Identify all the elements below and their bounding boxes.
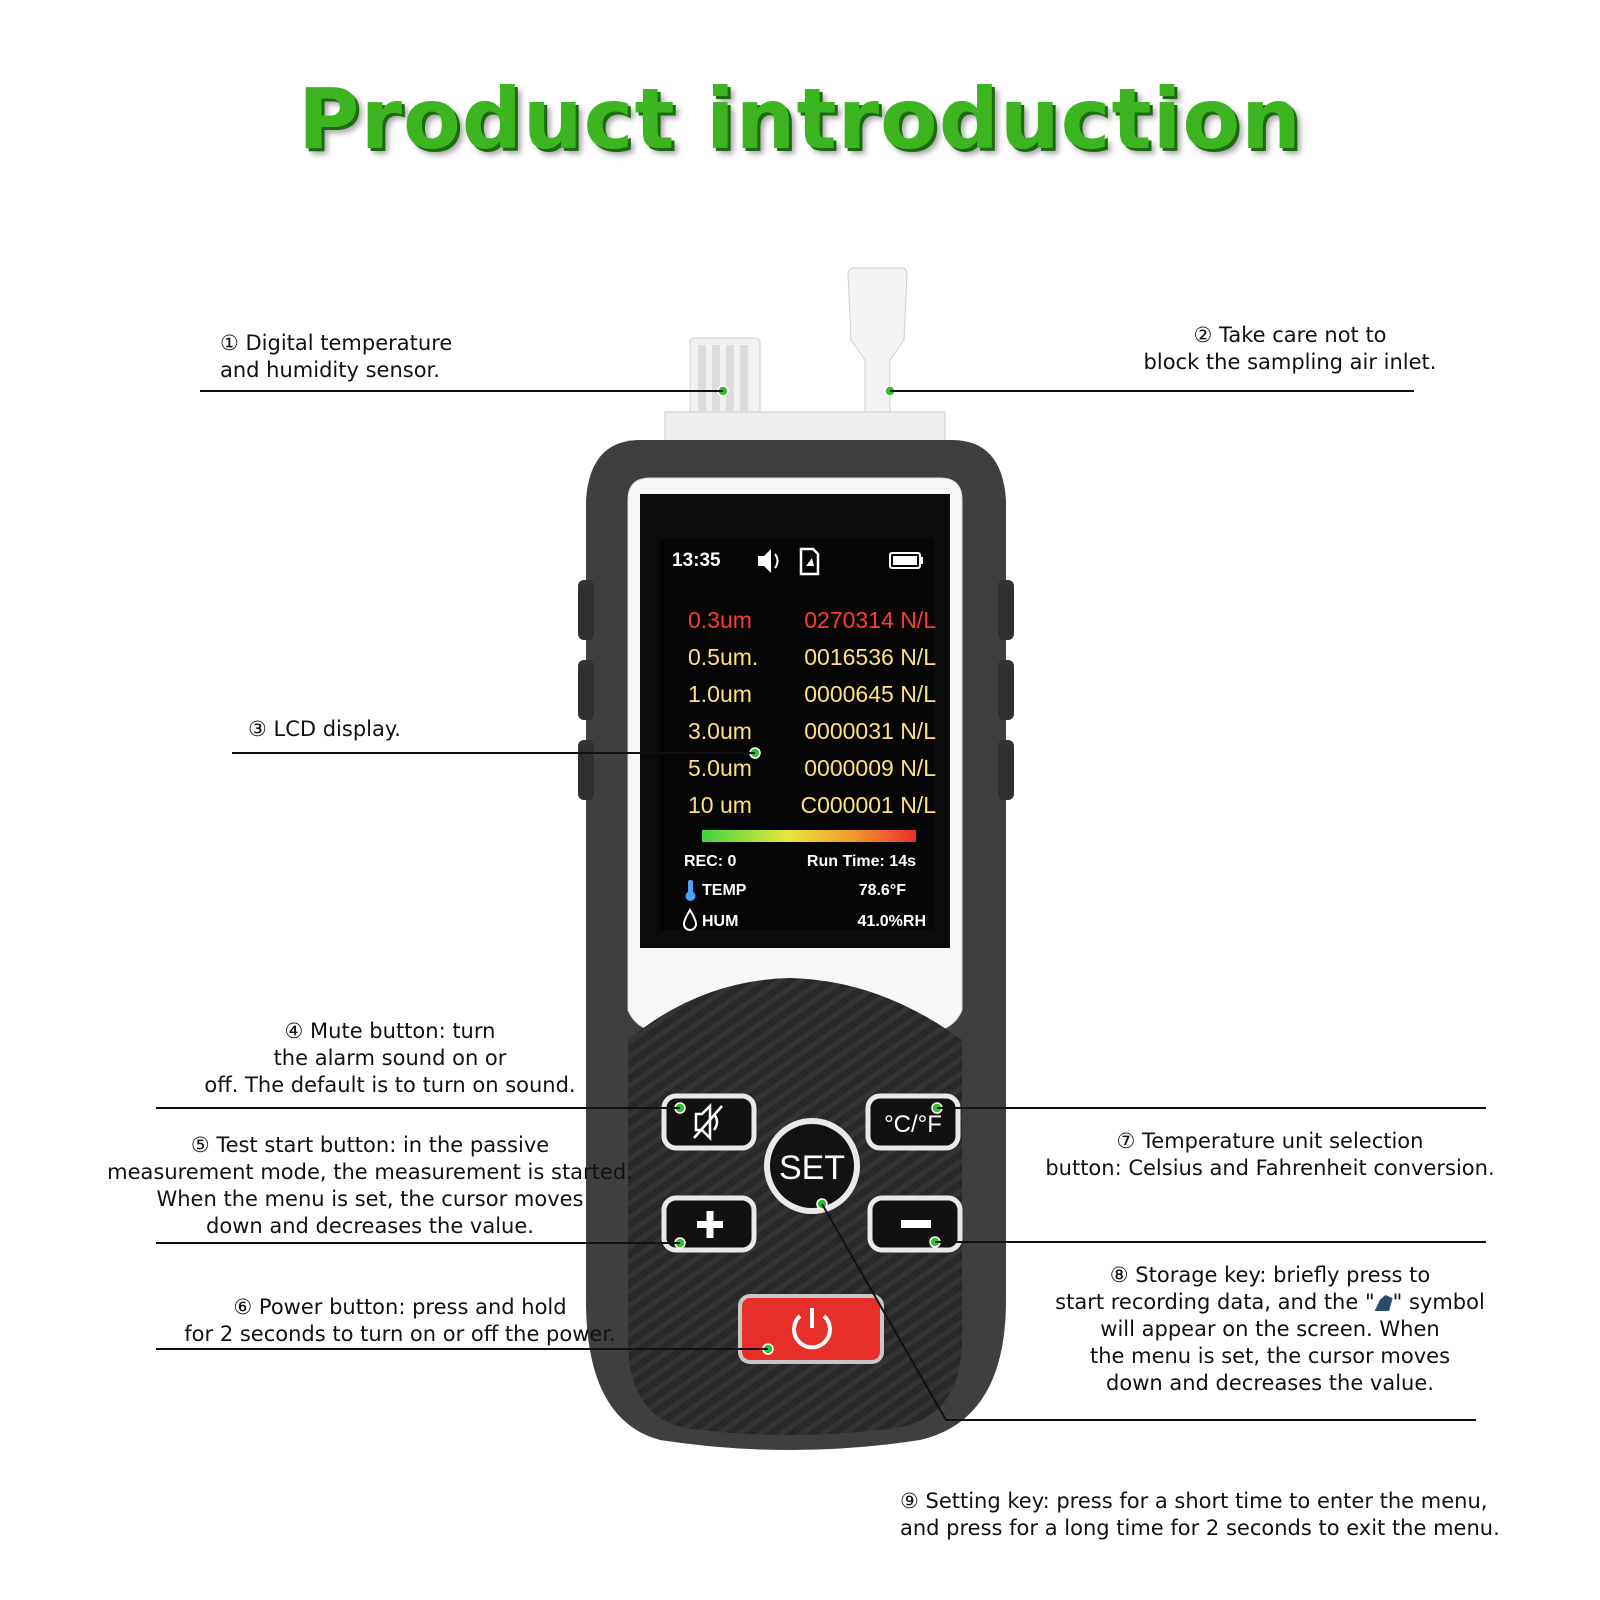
lcd-row-size: 1.0um: [688, 681, 752, 707]
mute-button[interactable]: [661, 1093, 757, 1151]
power-button[interactable]: [738, 1294, 884, 1364]
lcd-row-count: 0000031 N/L: [804, 718, 936, 744]
lcd-hum-value: 41.0%RH: [858, 913, 926, 930]
lcd-hum-label: HUM: [702, 913, 738, 930]
lcd-row-count: 0000645 N/L: [804, 681, 936, 707]
lcd-particle-rows: 0.3um 0270314 N/L 0.5um. 0016536 N/L 1.0um 00…: [688, 607, 936, 818]
leader-plus: [156, 1242, 680, 1244]
temperature-unit-button[interactable]: °C/°F: [865, 1093, 961, 1151]
callout-mute: ④ Mute button: turn the alarm sound on o…: [204, 1019, 576, 1097]
lcd-run-time: Run Time: 14s: [807, 853, 916, 870]
lcd-rec: REC: 0: [684, 853, 737, 870]
callout-lcd: ③ LCD display.: [248, 717, 401, 741]
lcd-row-size: 0.5um.: [688, 644, 758, 670]
plus-button[interactable]: [661, 1195, 757, 1253]
lcd-row-size: 0.3um: [688, 607, 752, 633]
temperature-unit-label: °C/°F: [884, 1111, 942, 1138]
leader-inlet: [890, 390, 1414, 392]
battery-icon: [889, 552, 923, 569]
lcd-row-count: 0270314 N/L: [804, 607, 936, 633]
leader-minus: [935, 1241, 1486, 1243]
recording-symbol-icon: [1374, 1295, 1393, 1311]
lcd-row-size: 5.0um: [688, 755, 752, 781]
callout-inlet: ② Take care not to block the sampling ai…: [1143, 323, 1437, 374]
leader-mute: [156, 1107, 680, 1109]
mute-speaker-icon: [693, 1102, 723, 1142]
callout-setting: ⑨ Setting key: press for a short time to…: [900, 1489, 1500, 1540]
set-leader-diagonal: [821, 1203, 947, 1421]
lcd-temp-label: TEMP: [702, 882, 747, 899]
top-cap: [664, 411, 946, 443]
callout-test-start: ⑤ Test start button: in the passive meas…: [107, 1133, 633, 1238]
callout-power: ⑥ Power button: press and hold for 2 sec…: [184, 1295, 616, 1346]
page-title: Product introduction: [298, 70, 1302, 168]
lcd-row-count: 0000009 N/L: [804, 755, 936, 781]
leader-unit: [937, 1107, 1486, 1109]
lcd-row-count: C000001 N/L: [800, 792, 936, 818]
sampling-air-inlet: [847, 267, 908, 413]
sd-card-icon: [799, 547, 820, 576]
thermometer-icon: [685, 880, 696, 901]
lcd-screen: [660, 538, 934, 930]
leader-sensor: [200, 390, 723, 392]
leader-lcd: [232, 752, 755, 754]
callout-storage: ⑧ Storage key: briefly press to start re…: [1055, 1263, 1485, 1395]
set-button[interactable]: SET: [764, 1118, 860, 1214]
leader-power: [156, 1348, 768, 1350]
set-button-label: SET: [779, 1149, 845, 1187]
leader-set: [946, 1419, 1476, 1421]
droplet-icon: [682, 908, 698, 931]
power-icon: [792, 1308, 832, 1350]
lcd-temp-value: 78.6°F: [859, 882, 907, 899]
lcd-row-count: 0016536 N/L: [804, 644, 936, 670]
lcd-row-size: 10 um: [688, 792, 752, 818]
particle-level-bar: [702, 830, 916, 842]
callout-sensor: ① Digital temperature and humidity senso…: [220, 331, 453, 382]
temperature-humidity-sensor: [689, 337, 761, 419]
lcd-time: 13:35: [672, 550, 721, 571]
speaker-icon: [758, 549, 779, 573]
lcd-row-size: 3.0um: [688, 718, 752, 744]
callout-temp-unit: ⑦ Temperature unit selection button: Cel…: [1045, 1129, 1495, 1180]
